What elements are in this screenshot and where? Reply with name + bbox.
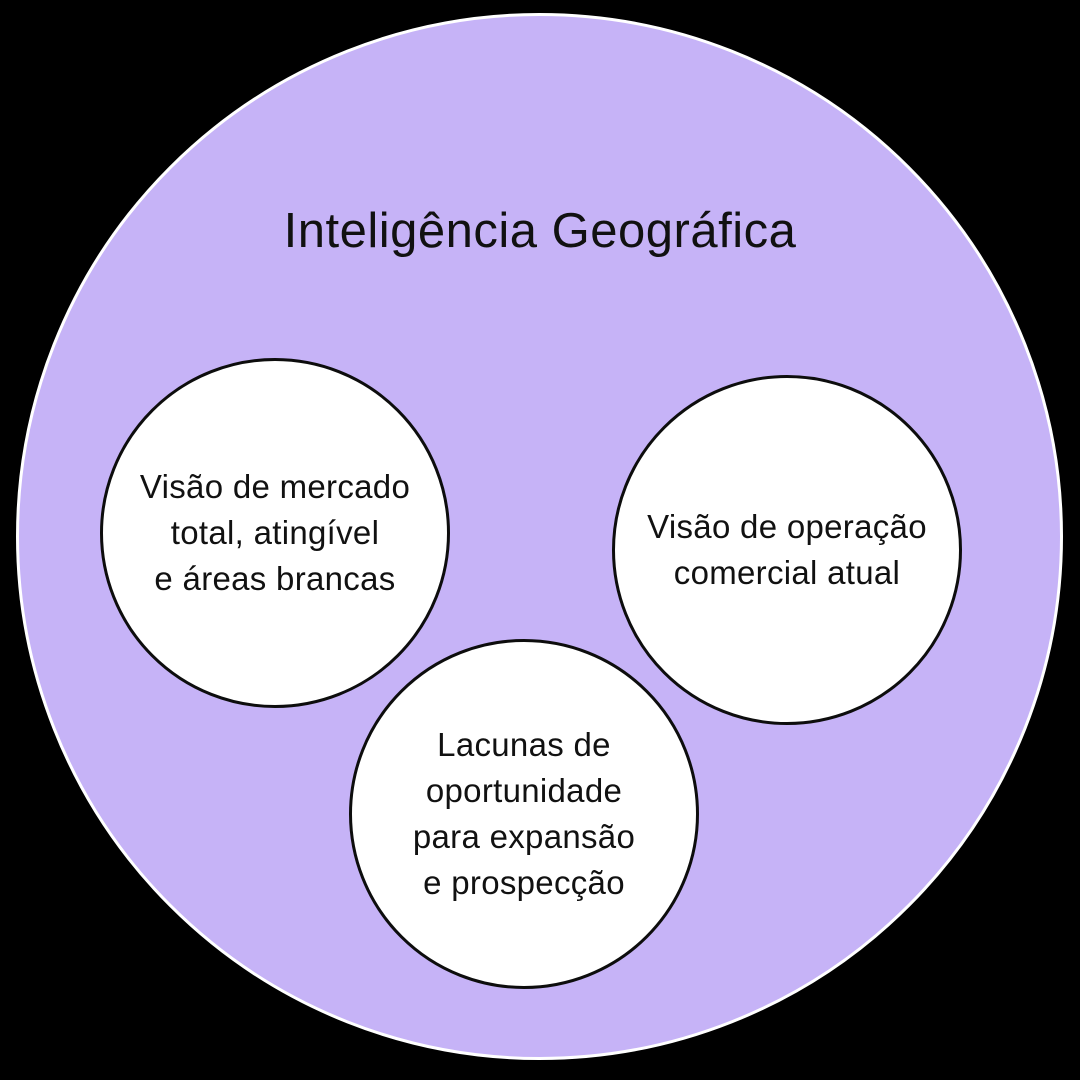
sub-circle-opportunity-gaps-label: Lacunas de oportunidade para expansão e … xyxy=(412,725,636,902)
sub-circle-opportunity-gaps: Lacunas de oportunidade para expansão e … xyxy=(349,639,699,989)
sub-circle-commercial-operation-label: Visão de operação comercial atual xyxy=(647,507,927,591)
sub-circle-market-vision: Visão de mercado total, atingível e área… xyxy=(100,358,450,708)
diagram-title: Inteligência Geográfica xyxy=(283,204,797,258)
sub-circle-commercial-operation: Visão de operação comercial atual xyxy=(612,375,962,725)
sub-circle-market-vision-label: Visão de mercado total, atingível e área… xyxy=(139,467,411,598)
